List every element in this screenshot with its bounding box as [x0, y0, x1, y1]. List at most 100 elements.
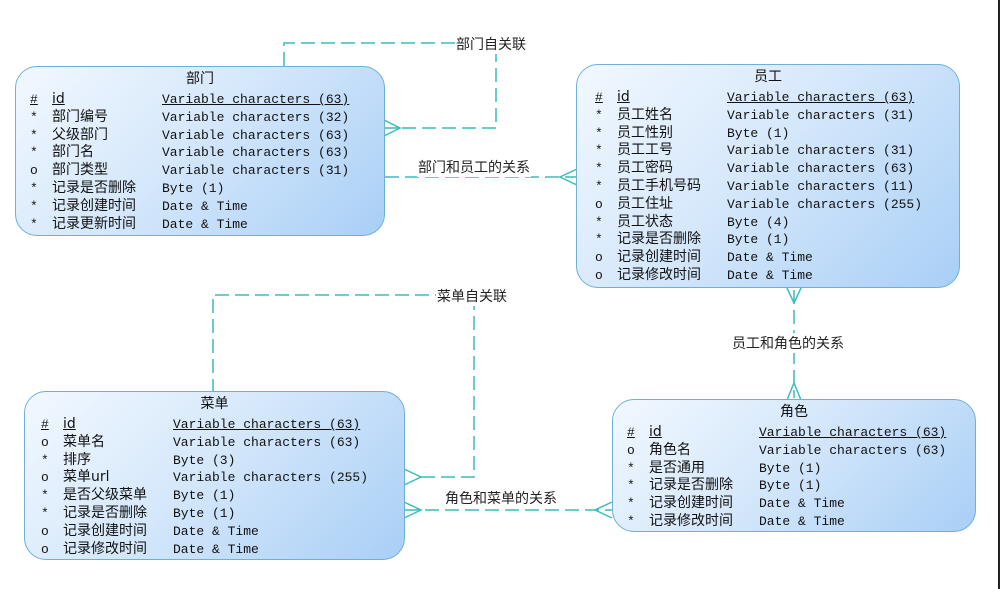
attribute-name: 员工手机号码	[617, 177, 701, 194]
attribute-type: Byte (1)	[727, 232, 790, 248]
attribute-name: 员工住址	[617, 195, 673, 212]
attribute-type: Variable characters (31)	[727, 143, 915, 159]
attribute-type: Date & Time	[162, 198, 248, 214]
relation-label-dept-self: 部门自关联	[455, 34, 527, 54]
attribute-name: id	[649, 424, 662, 440]
attribute-type: Date & Time	[759, 496, 845, 512]
attribute-type: Byte (1)	[727, 125, 790, 141]
attribute-mark: o	[595, 250, 603, 266]
attribute-mark: *	[595, 178, 603, 194]
attribute-mark: *	[30, 180, 38, 196]
attribute-name: id	[52, 91, 65, 107]
attribute-name: 员工性别	[617, 124, 673, 141]
attribute-mark: #	[30, 92, 38, 107]
attribute-mark: *	[595, 214, 603, 230]
attribute-mark: o	[595, 267, 603, 283]
attribute-type: Variable characters (11)	[727, 178, 915, 194]
attribute-type: Variable characters (63)	[727, 161, 915, 177]
attribute-name: id	[63, 416, 76, 432]
attribute-name: 部门名	[52, 144, 94, 161]
attribute-row[interactable]: * 部门名 Variable characters (63)	[30, 144, 349, 162]
attribute-name: 员工状态	[617, 213, 673, 230]
attribute-mark: *	[595, 107, 603, 123]
attribute-type: Variable characters (63)	[173, 434, 361, 450]
attribute-row[interactable]: * 记录创建时间 Date & Time	[30, 198, 349, 216]
attribute-name: 父级部门	[52, 126, 108, 143]
attribute-type: Variable characters (63)	[727, 90, 915, 105]
attribute-mark: *	[41, 488, 49, 504]
attribute-name: 记录修改时间	[617, 266, 701, 283]
attribute-mark: *	[595, 232, 603, 248]
attribute-name: 记录是否删除	[617, 231, 701, 248]
relation-label-emp-role: 员工和角色的关系	[731, 333, 845, 353]
crowfoot-role-menu-left	[403, 501, 423, 519]
attribute-name: 记录是否删除	[63, 504, 147, 521]
attribute-mark: o	[41, 470, 49, 486]
dept-self-line[interactable]	[283, 42, 497, 129]
attribute-row[interactable]: * 员工手机号码 Variable characters (11)	[595, 178, 922, 196]
attribute-name: 角色名	[649, 441, 691, 458]
attribute-type: Date & Time	[759, 513, 845, 529]
entity-title: 角色	[780, 404, 808, 420]
attribute-row[interactable]: * 员工工号 Variable characters (31)	[595, 142, 922, 160]
attribute-name: 记录创建时间	[63, 522, 147, 539]
attribute-mark: *	[627, 478, 635, 494]
attribute-mark: *	[30, 127, 38, 143]
attribute-name: 记录创建时间	[52, 197, 136, 214]
attribute-name: 员工工号	[617, 142, 673, 159]
attribute-mark: *	[41, 452, 49, 468]
attribute-mark: *	[627, 460, 635, 476]
attribute-type: Variable characters (63)	[162, 127, 350, 143]
attribute-name: 记录修改时间	[63, 540, 147, 557]
frame-edge	[998, 0, 1000, 589]
attribute-row[interactable]: * 记录是否删除 Byte (1)	[595, 231, 922, 249]
attribute-row[interactable]: * 员工状态 Byte (4)	[595, 214, 922, 232]
attribute-row[interactable]: * 父级部门 Variable characters (63)	[30, 127, 349, 145]
menu-self-line[interactable]	[212, 294, 475, 478]
entity-title: 部门	[186, 71, 214, 87]
attribute-mark: *	[595, 143, 603, 159]
attribute-name: 记录修改时间	[649, 512, 733, 529]
attribute-name: 是否父级菜单	[63, 487, 147, 504]
attribute-type: Variable characters (63)	[759, 425, 947, 440]
attribute-mark: #	[595, 90, 603, 105]
attribute-mark: *	[30, 198, 38, 214]
attribute-type: Variable characters (31)	[162, 163, 350, 179]
attribute-type: Variable characters (63)	[162, 145, 350, 161]
attribute-mark: *	[595, 161, 603, 177]
attribute-mark: *	[30, 145, 38, 161]
attribute-type: Date & Time	[727, 250, 813, 266]
attribute-type: Byte (4)	[727, 214, 790, 230]
